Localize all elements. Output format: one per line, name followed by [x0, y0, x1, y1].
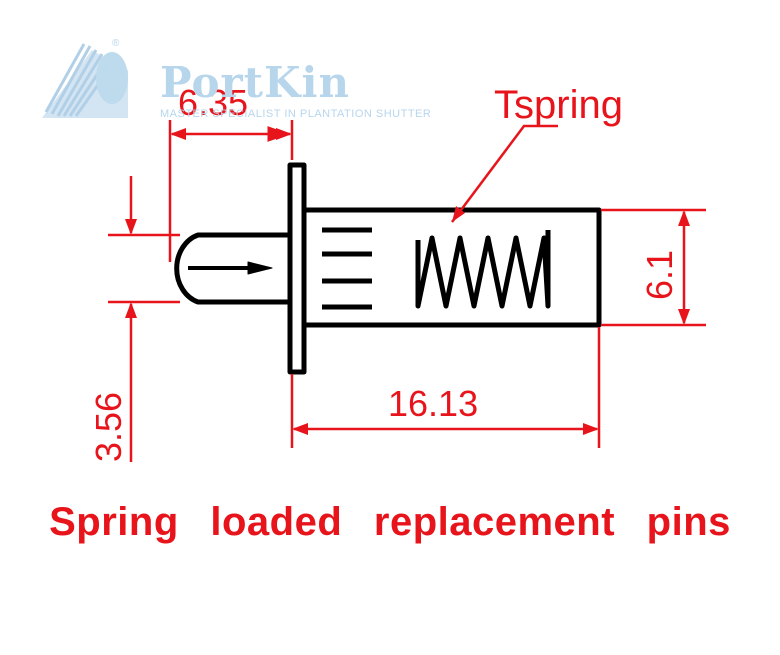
pin-outline — [174, 162, 602, 375]
dim-3.56-arrow-bottom — [125, 302, 137, 318]
spring-callout-label: Tspring — [494, 83, 623, 127]
spring-coil — [415, 230, 551, 309]
dimension-lines — [108, 120, 706, 462]
dim-16.13-arrow-right — [583, 423, 599, 435]
dim-6.35-label: 6.35 — [178, 82, 248, 123]
pin-tip — [174, 232, 292, 305]
logo-brand: PortKin — [160, 58, 350, 107]
dim-16.13-arrow-left — [292, 423, 308, 435]
diagram-caption: Spring loaded replacement pins — [49, 500, 731, 544]
logo-registered-mark: ® — [112, 38, 120, 49]
pin-body — [301, 207, 602, 328]
dim-6.35-arrow-left — [170, 128, 186, 140]
dim-16.13-label: 16.13 — [388, 383, 478, 424]
logo-tagline: MASTER SPECIALIST IN PLANTATION SHUTTER — [160, 108, 432, 120]
pin-arrow-head — [247, 261, 273, 275]
dim-6.1-label: 6.1 — [639, 250, 680, 300]
dim-6.1-arrow-top — [678, 210, 690, 226]
spring-leader-arrow — [452, 206, 465, 222]
dim-6.1-arrow-bottom — [678, 309, 690, 325]
spring-leader-line — [451, 124, 558, 223]
dim-6.35-arrow-right — [276, 128, 292, 140]
dim-3.56-arrow-top — [125, 219, 137, 235]
dim-3.56-label: 3.56 — [88, 392, 129, 462]
logo-fan-icon — [42, 43, 128, 118]
